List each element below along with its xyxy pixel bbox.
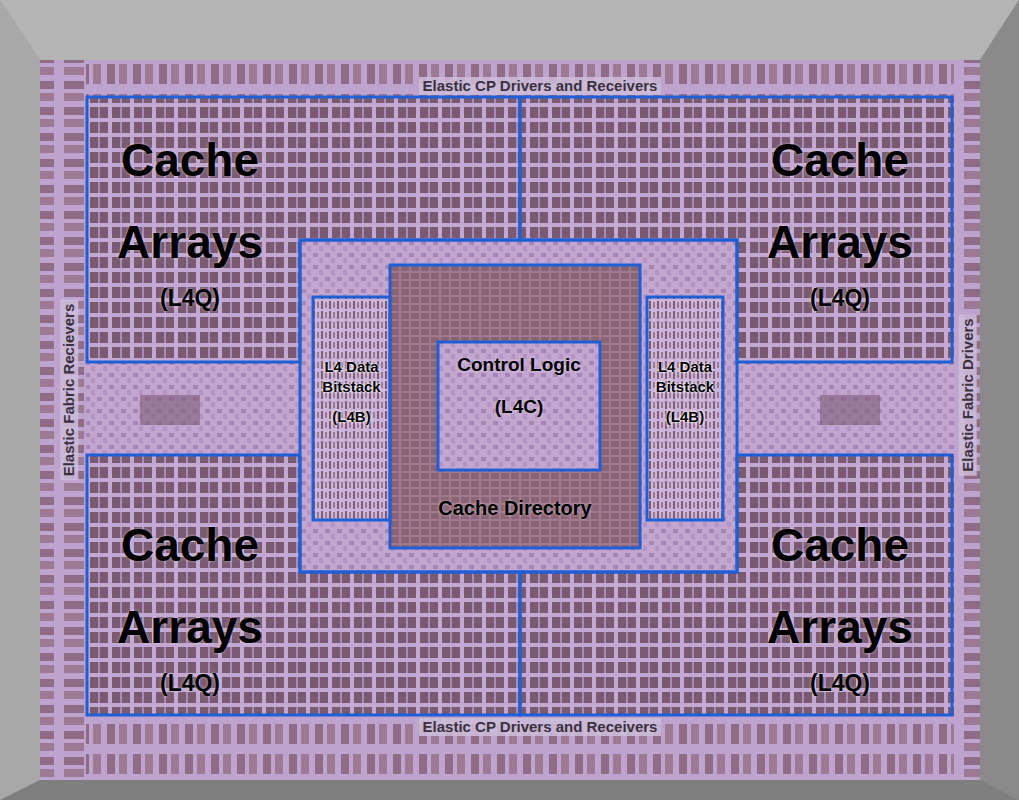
cache-array-region: Cache Arrays(L4Q) bbox=[520, 97, 952, 362]
region-name: L4 Data Bitstack bbox=[647, 357, 723, 397]
text-group: L4 Data Bitstack(L4B) bbox=[647, 357, 723, 437]
io-side-label: Elastic Fabric Recievers bbox=[60, 300, 78, 481]
directory-region: Cache Directory Control Logic(L4C) bbox=[390, 265, 640, 548]
cache-array-region: Cache Arrays(L4Q) bbox=[87, 97, 520, 362]
outline-path bbox=[87, 97, 520, 362]
outline-path bbox=[520, 455, 952, 715]
io-band-label: Elastic CP Drivers and Receivers bbox=[419, 718, 662, 736]
io-band-label: Elastic CP Drivers and Receivers bbox=[419, 77, 662, 95]
outline-path bbox=[438, 342, 600, 470]
text-group: L4 Data Bitstack(L4B) bbox=[313, 357, 390, 437]
text-group: Cache Arrays(L4Q) bbox=[90, 119, 290, 313]
text-group: Cache Arrays(L4Q) bbox=[740, 504, 940, 698]
region-code: (L4B) bbox=[313, 397, 390, 437]
region-outline bbox=[87, 455, 520, 715]
region-name: L4 Data Bitstack bbox=[313, 357, 390, 397]
region-outline bbox=[520, 455, 952, 715]
outline-path bbox=[390, 265, 640, 548]
cache-array-region: Cache Arrays(L4Q) bbox=[87, 455, 520, 715]
region-name: Cache Arrays bbox=[90, 504, 290, 668]
outline-path bbox=[647, 297, 723, 520]
bitstack-region: L4 Data Bitstack(L4B) bbox=[647, 297, 723, 520]
text-group: Cache Directory bbox=[390, 496, 640, 520]
region-name: Control Logic bbox=[438, 345, 600, 385]
text-group: Cache Arrays(L4Q) bbox=[740, 119, 940, 313]
region-code: (L4Q) bbox=[740, 668, 940, 698]
bitstack-region: L4 Data Bitstack(L4B) bbox=[313, 297, 390, 520]
region-code: (L4C) bbox=[438, 385, 600, 429]
outline-path bbox=[87, 455, 520, 715]
region-code: (L4Q) bbox=[90, 668, 290, 698]
region-name: Cache Arrays bbox=[740, 504, 940, 668]
cache-array-region: Cache Arrays(L4Q) bbox=[520, 455, 952, 715]
text-group: Cache Arrays(L4Q) bbox=[90, 504, 290, 698]
control-logic-region: Control Logic(L4C) bbox=[438, 342, 600, 470]
text-group: Control Logic(L4C) bbox=[438, 345, 600, 429]
region-name: Cache Arrays bbox=[740, 119, 940, 283]
io-side-label: Elastic Fabric Drivers bbox=[959, 314, 977, 475]
outline-path bbox=[313, 297, 390, 520]
region-name: Cache Arrays bbox=[90, 119, 290, 283]
region-name: Cache Directory bbox=[390, 496, 640, 520]
region-code: (L4Q) bbox=[90, 283, 290, 313]
outline-path bbox=[520, 97, 952, 362]
region-code: (L4Q) bbox=[740, 283, 940, 313]
region-code: (L4B) bbox=[647, 397, 723, 437]
